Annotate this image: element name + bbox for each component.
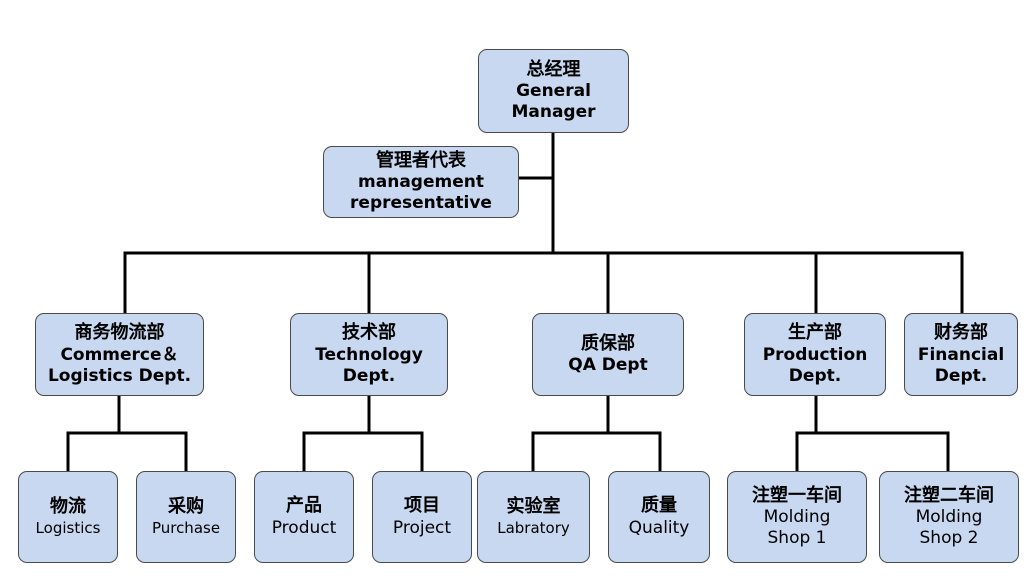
node-technology-zh: 技术部 bbox=[342, 322, 396, 343]
node-financial-zh: 财务部 bbox=[934, 322, 988, 343]
node-technology-en1: Technology bbox=[315, 344, 423, 365]
node-production-en2: Dept. bbox=[788, 365, 842, 386]
node-molding2-zh: 注塑二车间 bbox=[904, 484, 994, 506]
node-financial-en2: Dept. bbox=[934, 365, 988, 386]
node-quality-en1: Quality bbox=[628, 517, 690, 538]
node-commerce-en1: Commerce＆ bbox=[60, 344, 179, 365]
node-mr-en2: representative bbox=[350, 193, 492, 214]
node-molding-shop-1: 注塑一车间 Molding Shop 1 bbox=[727, 471, 867, 563]
node-gm-zh: 总经理 bbox=[526, 58, 581, 80]
node-purchase-en1: Purchase bbox=[151, 518, 221, 537]
node-general-manager: 总经理 General Manager bbox=[478, 49, 629, 133]
node-product-zh: 产品 bbox=[286, 495, 322, 517]
node-production: 生产部 Production Dept. bbox=[744, 313, 886, 396]
node-product: 产品 Product bbox=[254, 471, 354, 563]
node-purchase-zh: 采购 bbox=[168, 496, 204, 518]
node-molding1-zh: 注塑一车间 bbox=[752, 484, 842, 506]
node-gm-en1: General bbox=[516, 81, 591, 101]
node-project-en1: Project bbox=[392, 517, 452, 538]
node-technology: 技术部 Technology Dept. bbox=[290, 313, 448, 396]
node-lab-en1: Labratory bbox=[497, 518, 570, 537]
node-quality: 质量 Quality bbox=[608, 471, 710, 563]
node-technology-en2: Dept. bbox=[342, 365, 396, 386]
node-lab-zh: 实验室 bbox=[506, 496, 561, 518]
node-commerce-en2: Logistics Dept. bbox=[47, 365, 192, 386]
node-molding2-en2: Shop 2 bbox=[919, 528, 979, 549]
node-qa-zh: 质保部 bbox=[581, 332, 635, 354]
node-financial-en1: Financial bbox=[917, 344, 1005, 365]
node-production-en1: Production bbox=[762, 344, 868, 365]
node-project: 项目 Project bbox=[372, 471, 472, 563]
node-mr-zh: 管理者代表 bbox=[376, 149, 466, 171]
node-financial: 财务部 Financial Dept. bbox=[904, 313, 1018, 396]
node-mr-en1: management bbox=[358, 172, 484, 192]
node-product-en1: Product bbox=[271, 517, 337, 538]
node-gm-en2: Manager bbox=[511, 102, 596, 123]
node-molding-shop-2: 注塑二车间 Molding Shop 2 bbox=[879, 471, 1019, 563]
node-project-zh: 项目 bbox=[404, 495, 440, 517]
node-labratory: 实验室 Labratory bbox=[477, 471, 590, 563]
node-management-representative: 管理者代表 management representative bbox=[323, 146, 519, 218]
node-production-zh: 生产部 bbox=[788, 322, 842, 343]
node-logistics: 物流 Logistics bbox=[18, 471, 118, 563]
node-logistics-zh: 物流 bbox=[50, 496, 86, 518]
node-quality-zh: 质量 bbox=[641, 495, 677, 517]
node-qa-en1: QA Dept bbox=[568, 355, 648, 376]
node-qa: 质保部 QA Dept bbox=[532, 313, 684, 396]
node-molding1-en1: Molding bbox=[763, 507, 831, 527]
node-commerce-logistics: 商务物流部 Commerce＆ Logistics Dept. bbox=[35, 313, 204, 396]
node-logistics-en1: Logistics bbox=[35, 518, 101, 537]
node-purchase: 采购 Purchase bbox=[136, 471, 236, 563]
node-commerce-zh: 商务物流部 bbox=[74, 322, 165, 343]
node-molding1-en2: Shop 1 bbox=[767, 528, 827, 549]
node-molding2-en1: Molding bbox=[915, 507, 983, 527]
